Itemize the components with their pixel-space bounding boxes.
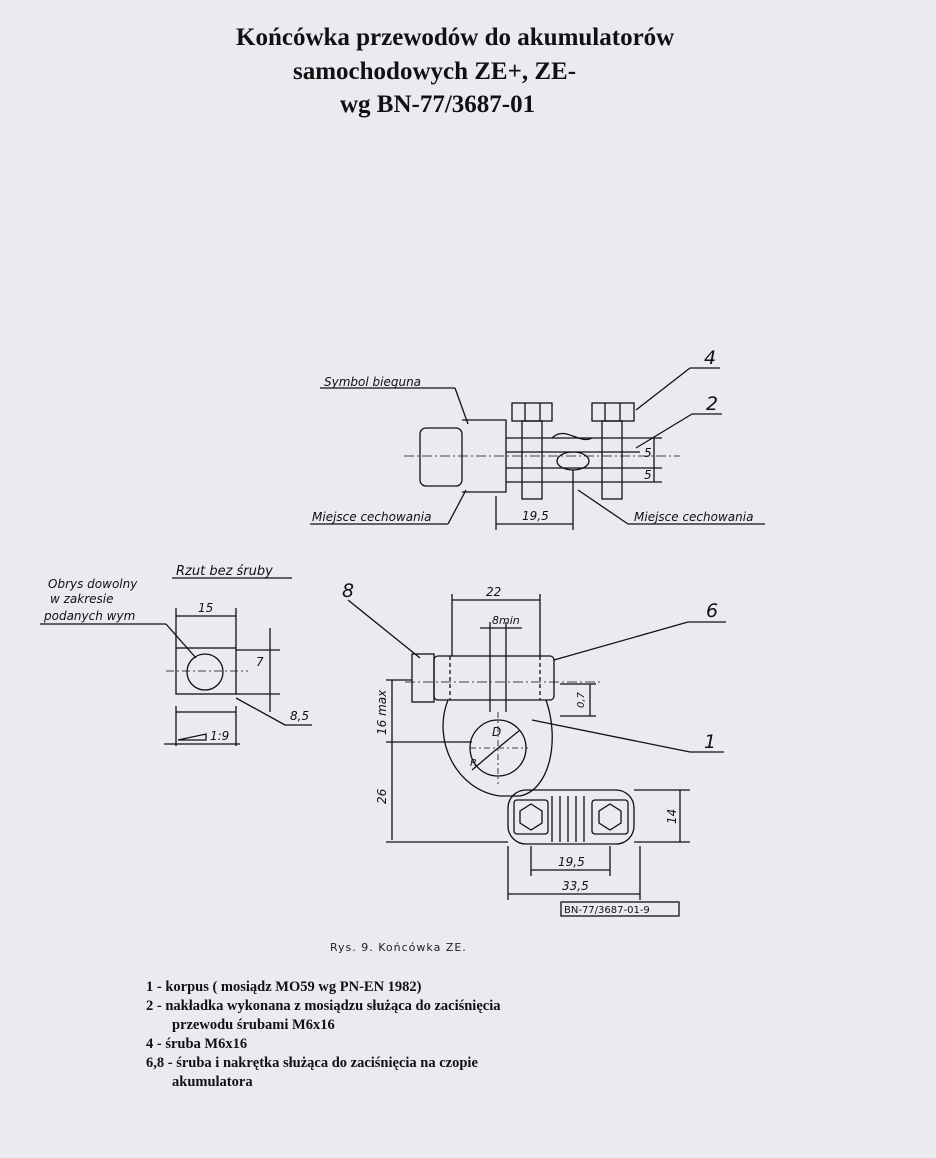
section-view xyxy=(40,577,312,746)
marking-label-right: Miejsce cechowania xyxy=(634,510,753,524)
note-line-1: Obrys dowolny xyxy=(48,577,138,591)
part-number-6: 6 xyxy=(706,600,718,622)
part-number-4: 4 xyxy=(704,347,716,369)
legend-line: 4 - śruba M6x16 xyxy=(146,1036,248,1052)
note-line-3: podanych wym xyxy=(43,609,135,623)
dim-0-7: 0,7 xyxy=(576,691,587,708)
legend-line: 6,8 - śruba i nakrętka służąca do zaciśn… xyxy=(146,1055,478,1071)
part-number-2: 2 xyxy=(706,393,718,415)
label-diameter-d: D xyxy=(492,725,501,739)
dim-19-5-front: 19,5 xyxy=(558,855,585,869)
top-view xyxy=(310,367,765,530)
dim-19-5-top: 19,5 xyxy=(522,509,549,523)
legend-line: przewodu śrubami M6x16 xyxy=(172,1017,335,1033)
dim-14: 14 xyxy=(665,809,679,824)
dim-7: 7 xyxy=(256,655,264,669)
part-number-8: 8 xyxy=(342,580,354,602)
dim-8-5: 8,5 xyxy=(290,709,309,723)
dim-8min: 8min xyxy=(492,614,520,627)
marking-label-left: Miejsce cechowania xyxy=(312,510,431,524)
label-radius-r: R xyxy=(470,758,477,769)
document-title-line-3: wg BN-77/3687-01 xyxy=(340,91,536,118)
legend-line: 2 - nakładka wykonana z mosiądzu służąca… xyxy=(146,998,501,1014)
taper-1-9: 1:9 xyxy=(210,729,229,743)
front-view xyxy=(347,594,726,900)
document-title-line-1: Końcówka przewodów do akumulatorów xyxy=(236,24,675,51)
dim-5-a: 5 xyxy=(644,446,652,460)
legend-line: akumulatora xyxy=(172,1074,253,1090)
note-line-2: w zakresie xyxy=(50,592,114,606)
parts-legend: 1 - korpus ( mosiądz MO59 wg PN-EN 1982)… xyxy=(146,978,501,1092)
legend-line: 1 - korpus ( mosiądz MO59 wg PN-EN 1982) xyxy=(146,979,422,995)
drawing-stamp-box xyxy=(560,901,680,917)
figure-caption: Rys. 9. Końcówka ZE. xyxy=(330,941,467,954)
dim-22: 22 xyxy=(486,585,501,599)
drawing-stamp: BN-77/3687-01-9 xyxy=(564,905,650,916)
symbol-label: Symbol bieguna xyxy=(324,375,421,389)
document-title-line-2: samochodowych ZE+, ZE- xyxy=(293,58,577,85)
dim-33-5: 33,5 xyxy=(562,879,589,893)
dim-15: 15 xyxy=(198,601,213,615)
part-number-1: 1 xyxy=(704,731,716,753)
dim-26: 26 xyxy=(375,788,389,804)
section-title: Rzut bez śruby xyxy=(176,564,273,579)
dim-16max: 16 max xyxy=(375,689,389,735)
dim-5-b: 5 xyxy=(644,468,652,482)
